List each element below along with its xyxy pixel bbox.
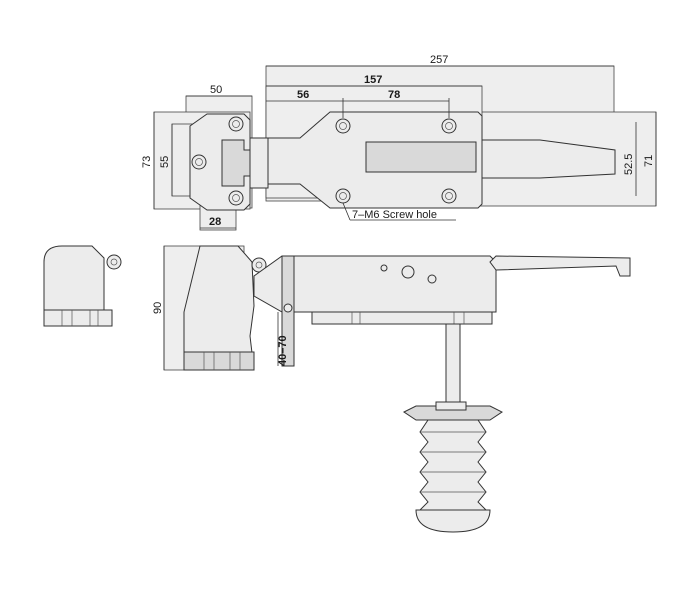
release-button [415, 509, 491, 533]
side-bracket-base [183, 351, 255, 371]
dim-latch-height-inner: 52.5 [623, 154, 635, 175]
hinge-hole-bottom [228, 190, 244, 206]
hinge-hole-top [228, 116, 244, 132]
dim-hole-spacing: 78 [388, 89, 400, 101]
dim-body-length: 157 [364, 74, 382, 86]
dim-side-height: 90 [152, 302, 164, 314]
latch-arm [481, 139, 616, 179]
hinge-hole-middle [191, 154, 207, 170]
release-bellows [418, 419, 488, 511]
side-base-rail [311, 311, 493, 325]
dim-hinge-height-outer: 73 [141, 156, 153, 168]
release-flange [403, 405, 503, 421]
side-latch-hook [489, 255, 631, 277]
release-stem [445, 323, 461, 409]
side-bracket [183, 245, 255, 371]
side-small-hole [283, 303, 293, 313]
dim-hinge-height-inner: 55 [159, 156, 171, 168]
hinge-side-pin [106, 254, 122, 270]
dim-adjust-range: 40–70 [277, 335, 289, 366]
screw-hole-note: 7–M6 Screw hole [352, 209, 437, 221]
body-hole-4 [441, 188, 457, 204]
side-latch-body [253, 255, 497, 313]
latch-slot [365, 141, 477, 173]
hinge-side-view [43, 245, 105, 311]
dim-hinge-width: 50 [210, 84, 222, 96]
body-hole-1 [335, 118, 351, 134]
hinge-pin-block [249, 137, 269, 189]
hinge-side-base [43, 309, 113, 327]
body-hole-3 [335, 188, 351, 204]
body-hole-2 [441, 118, 457, 134]
dim-hole-offset: 56 [297, 89, 309, 101]
dim-hinge-base: 28 [209, 216, 221, 228]
dim-overall-length: 257 [430, 54, 448, 66]
dim-latch-height-outer: 71 [643, 155, 655, 167]
